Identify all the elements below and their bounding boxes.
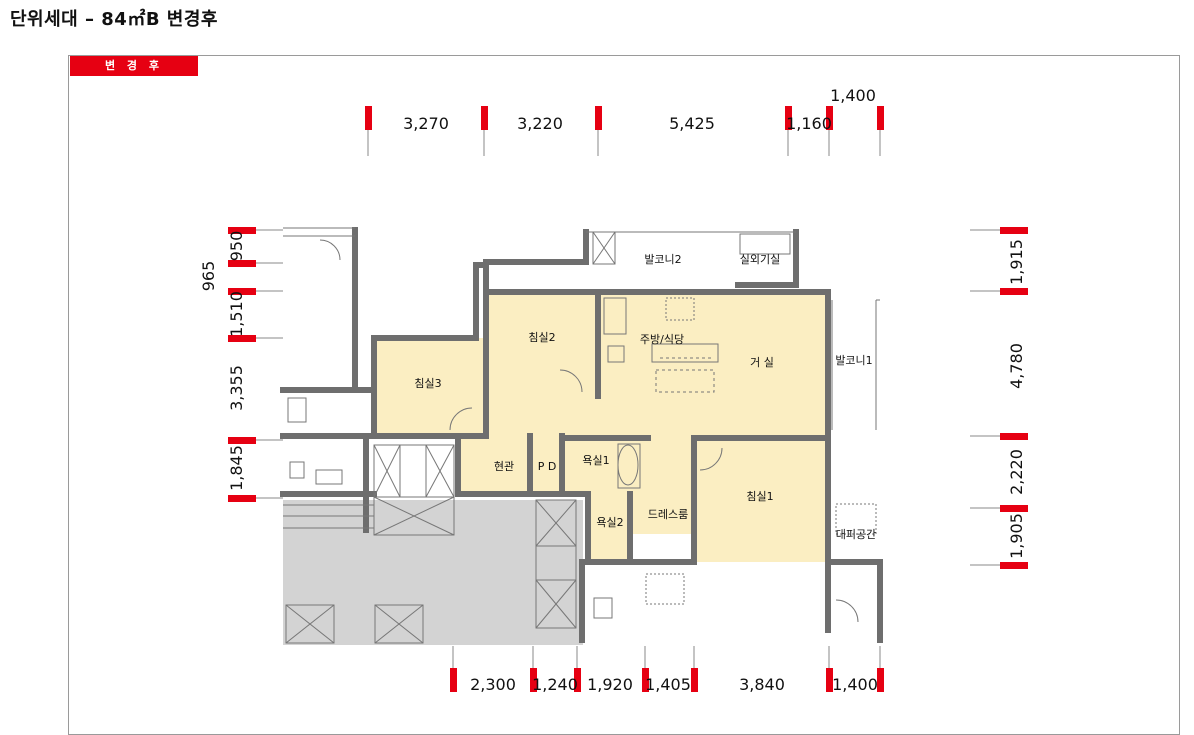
room-label-bath1: 욕실1 xyxy=(582,454,609,467)
room-label-balcony2: 발코니2 xyxy=(644,253,681,266)
room-labels: 발코니2 실외기실 침실2 주방/식당 거 실 발코니1 침실3 현관 P D … xyxy=(414,253,876,541)
room-label-refuge: 대피공간 xyxy=(836,528,876,541)
dim-tick xyxy=(228,335,256,342)
dim-top-label: 1,160 xyxy=(786,114,832,133)
dim-tick xyxy=(228,227,256,234)
dim-tick xyxy=(228,288,256,295)
dim-bottom-label: 2,300 xyxy=(470,675,516,694)
dim-left-label: 1,845 xyxy=(227,445,246,491)
page-title: 단위세대 – 84㎡B 변경후 xyxy=(10,9,218,30)
room-label-pd: P D xyxy=(538,460,557,473)
dim-tick xyxy=(1000,433,1028,440)
room-label-bedroom1: 침실1 xyxy=(746,490,773,503)
dim-tick xyxy=(1000,562,1028,569)
dim-right-label: 2,220 xyxy=(1007,449,1026,495)
room-label-kitchen: 주방/식당 xyxy=(640,333,684,346)
dim-tick xyxy=(826,106,833,130)
dim-tick xyxy=(228,437,256,444)
dim-bottom-label: 1,240 xyxy=(532,675,578,694)
dim-tick xyxy=(1000,227,1028,234)
room-label-bath2: 욕실2 xyxy=(596,516,623,529)
floor-plan: 3,270 3,220 5,425 1,160 1,400 2,300 1,24… xyxy=(199,86,1028,694)
room-label-bedroom3: 침실3 xyxy=(414,377,441,390)
dim-tick xyxy=(481,106,488,130)
dim-right-label: 1,905 xyxy=(1007,513,1026,559)
room-label-entrance: 현관 xyxy=(494,460,514,473)
dim-tick xyxy=(228,495,256,502)
dim-tick xyxy=(365,106,372,130)
walls xyxy=(280,227,883,643)
dim-left-label: 1,510 xyxy=(227,291,246,337)
room-fills xyxy=(374,292,828,562)
dim-tick xyxy=(785,106,792,130)
dim-tick xyxy=(1000,505,1028,512)
room-label-dressroom: 드레스룸 xyxy=(648,508,688,521)
dimension-ticks xyxy=(228,106,1028,692)
dim-top-label: 1,400 xyxy=(830,86,876,105)
dim-top-label: 3,270 xyxy=(403,114,449,133)
status-tag: 변 경 후 xyxy=(70,56,198,76)
dim-tick xyxy=(877,668,884,692)
dim-top-label: 3,220 xyxy=(517,114,563,133)
dim-tick xyxy=(826,668,833,692)
dim-tick xyxy=(450,668,457,692)
dims-bottom: 2,300 1,240 1,920 1,405 3,840 1,400 xyxy=(470,675,878,694)
dim-bottom-label: 3,840 xyxy=(739,675,785,694)
dim-tick xyxy=(595,106,602,130)
dim-left-label: 950 xyxy=(227,231,246,262)
dim-tick xyxy=(574,668,581,692)
dim-tick xyxy=(877,106,884,130)
dims-top: 3,270 3,220 5,425 1,160 1,400 xyxy=(403,86,876,133)
dim-top-label: 5,425 xyxy=(669,114,715,133)
dim-bottom-label: 1,405 xyxy=(645,675,691,694)
dim-left-label: 3,355 xyxy=(227,365,246,411)
dim-tick xyxy=(1000,288,1028,295)
dim-bottom-label: 1,400 xyxy=(832,675,878,694)
dim-tick xyxy=(530,668,537,692)
dims-right: 1,915 4,780 2,220 1,905 xyxy=(1007,239,1026,559)
dims-left: 950 965 1,510 3,355 1,845 xyxy=(199,231,246,491)
room-label-outdoor-unit: 실외기실 xyxy=(740,253,780,266)
dim-left-label: 965 xyxy=(199,261,218,292)
common-area xyxy=(283,500,583,645)
dim-tick xyxy=(691,668,698,692)
dim-tick xyxy=(228,260,256,267)
room-label-living: 거 실 xyxy=(750,356,774,369)
dim-tick xyxy=(642,668,649,692)
room-label-balcony1: 발코니1 xyxy=(835,354,872,367)
dim-right-label: 1,915 xyxy=(1007,239,1026,285)
fixtures xyxy=(283,227,880,644)
dim-right-label: 4,780 xyxy=(1007,343,1026,389)
dim-bottom-label: 1,920 xyxy=(587,675,633,694)
room-label-bedroom2: 침실2 xyxy=(528,331,555,344)
